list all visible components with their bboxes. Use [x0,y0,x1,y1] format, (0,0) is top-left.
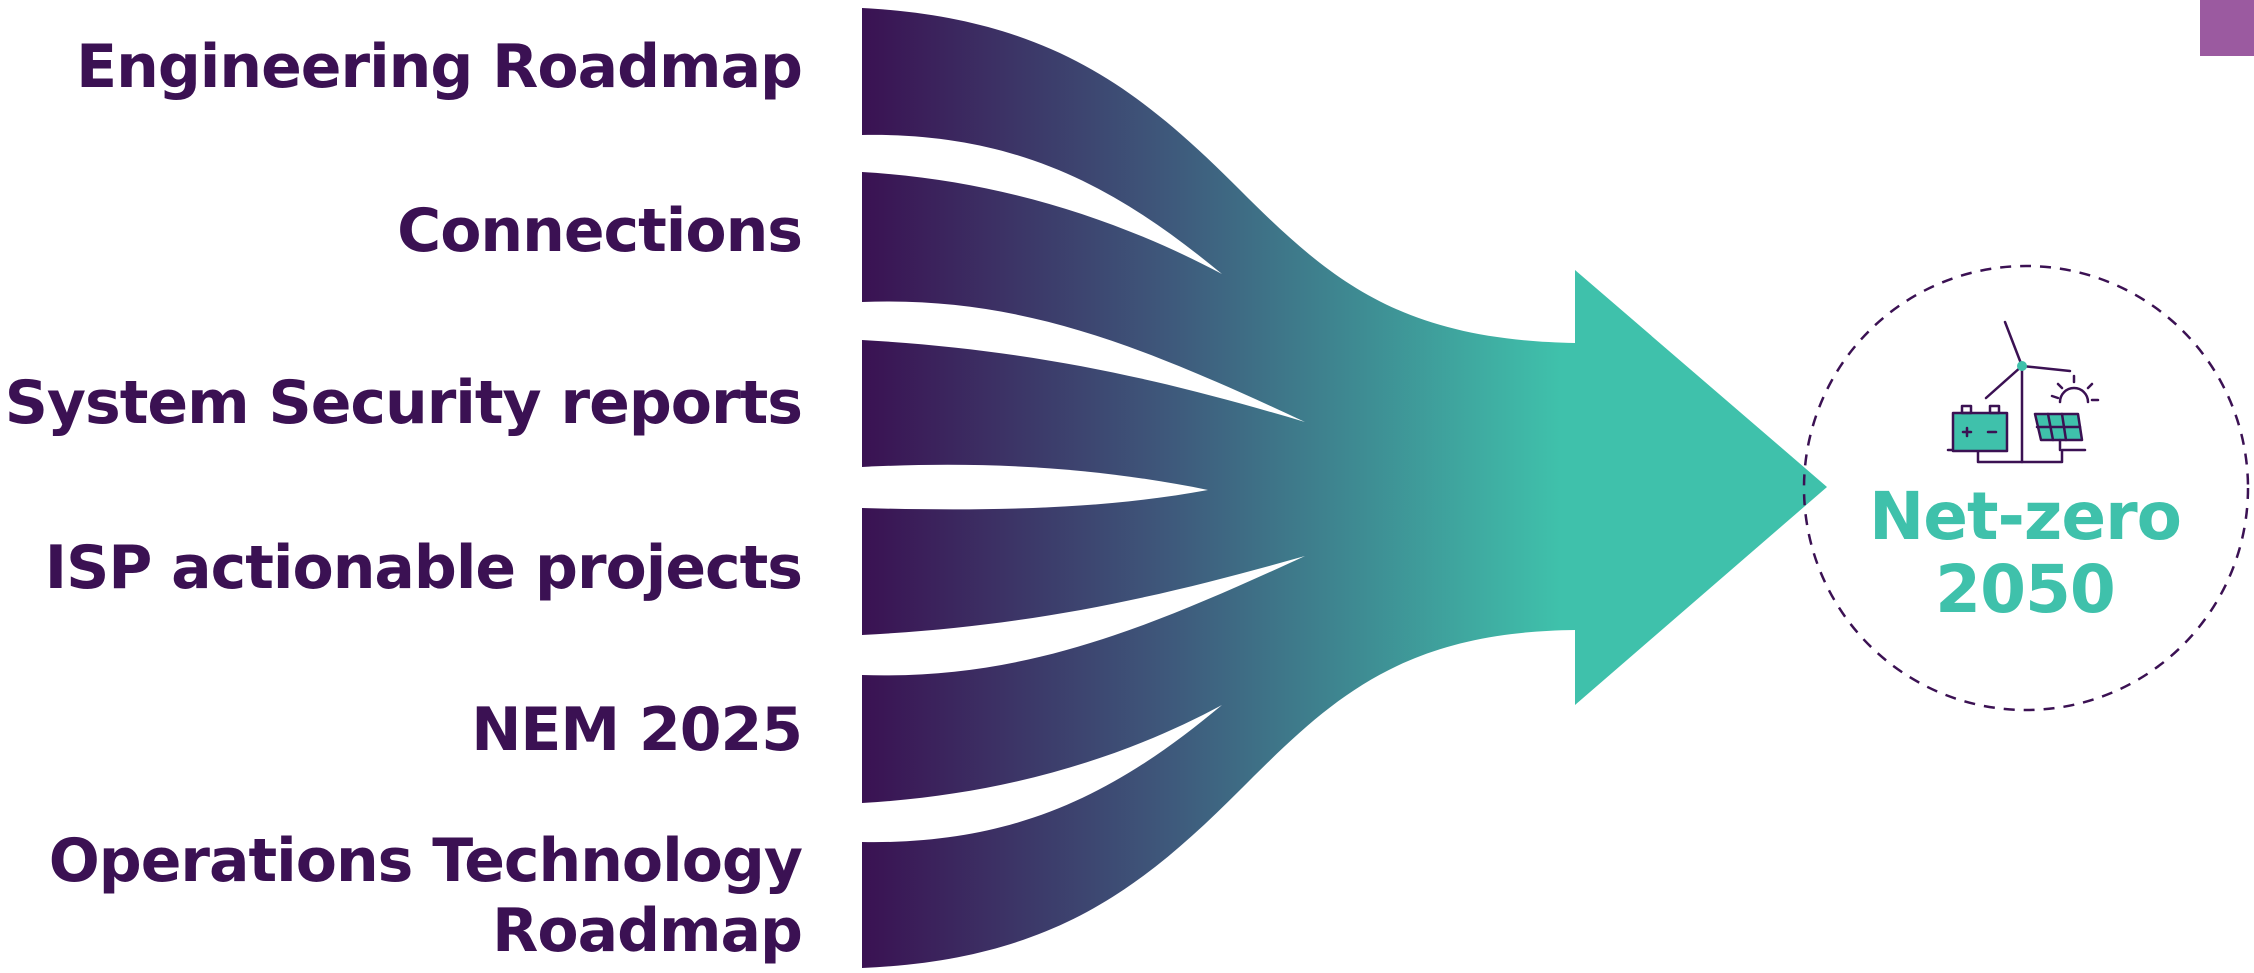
band-gap-1 [862,134,1222,274]
input-label-operations-line-1: Operations Technology [48,826,803,896]
band-gap-5 [862,705,1222,843]
goal-title-line-2: 2050 [1935,551,2116,628]
input-label-operations-line-2: Roadmap [492,896,803,966]
input-label-operations-technology-roadmap: Operations Technology Roadmap [0,826,803,966]
band-gap-2 [862,301,1305,422]
goal-title-line-1: Net-zero [1868,478,2182,555]
input-label-isp-actionable-projects: ISP actionable projects [44,533,803,603]
flow-arrow-body [862,8,1827,968]
band-gap-4 [862,556,1305,676]
goal-dashed-circle [1802,264,2250,712]
input-label-connections: Connections [397,196,803,266]
renewables-icon [1946,320,2100,464]
band-gap-3 [862,464,1208,510]
input-label-engineering-roadmap: Engineering Roadmap [76,32,803,102]
input-label-nem-2025: NEM 2025 [471,695,803,765]
corner-accent-tab [2200,0,2254,56]
input-label-system-security-reports: System Security reports [4,368,803,438]
